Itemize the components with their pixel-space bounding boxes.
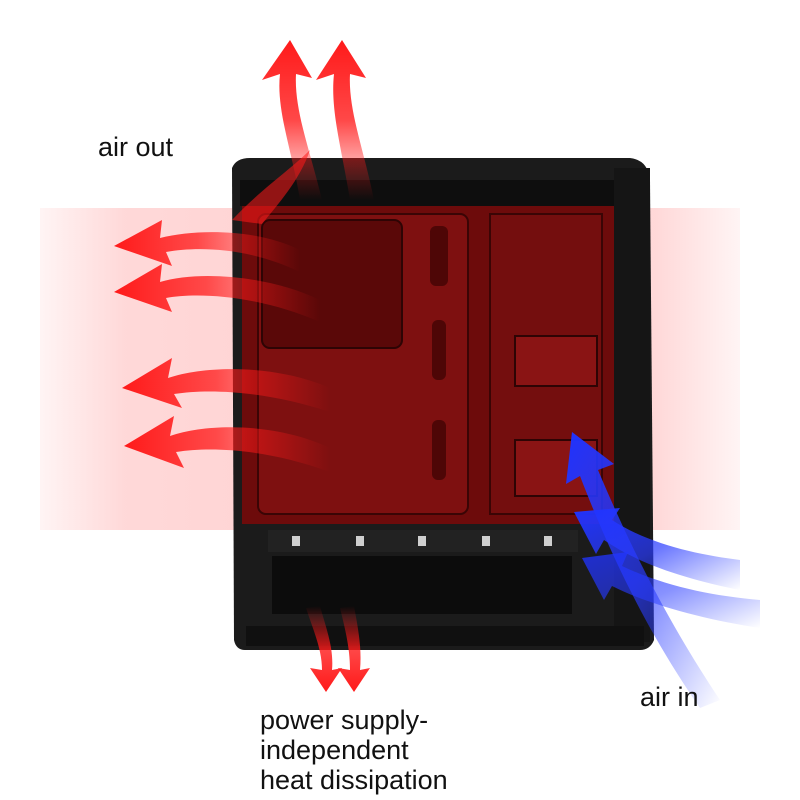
red-arrow-icon — [114, 264, 320, 322]
blue-arrow-icon — [566, 432, 720, 708]
psu-clip — [544, 536, 552, 546]
red-arrow-icon — [114, 220, 300, 272]
red-arrow-icon — [122, 358, 330, 412]
cable-slot — [432, 420, 446, 480]
red-arrow-icon — [232, 150, 310, 224]
psu-label-line: power supply- — [260, 705, 429, 735]
case-top-rail — [240, 180, 620, 206]
psu-label-line: heat dissipation — [260, 765, 448, 795]
psu-clip — [418, 536, 426, 546]
case-feet — [246, 626, 644, 646]
psu-heat-dissipation-label: power supply- independent heat dissipati… — [260, 705, 448, 795]
air-in-label: air in — [640, 682, 699, 712]
psu-label-line: independent — [260, 735, 409, 765]
cable-slot — [432, 320, 446, 380]
red-arrow-icon — [306, 606, 342, 692]
cable-slot — [430, 226, 448, 286]
blue-arrow-icon — [574, 508, 740, 590]
red-arrow-icon — [124, 416, 330, 472]
red-arrow-icon — [316, 40, 374, 200]
exhaust-arrows-top — [232, 40, 374, 224]
drive-cage-upper — [514, 335, 598, 387]
exhaust-arrows-bottom — [306, 606, 370, 692]
intake-arrows-right — [566, 432, 760, 708]
cpu-cutout — [261, 219, 403, 349]
psu-clip — [482, 536, 490, 546]
pc-case — [232, 158, 654, 650]
psu-clip — [356, 536, 364, 546]
blue-arrow-icon — [582, 552, 760, 628]
air-out-label: air out — [98, 132, 174, 162]
psu-clip — [292, 536, 300, 546]
red-arrow-icon — [262, 40, 322, 200]
red-arrow-icon — [338, 606, 370, 692]
exhaust-arrows-left — [114, 220, 330, 472]
psu-shroud — [272, 556, 572, 614]
